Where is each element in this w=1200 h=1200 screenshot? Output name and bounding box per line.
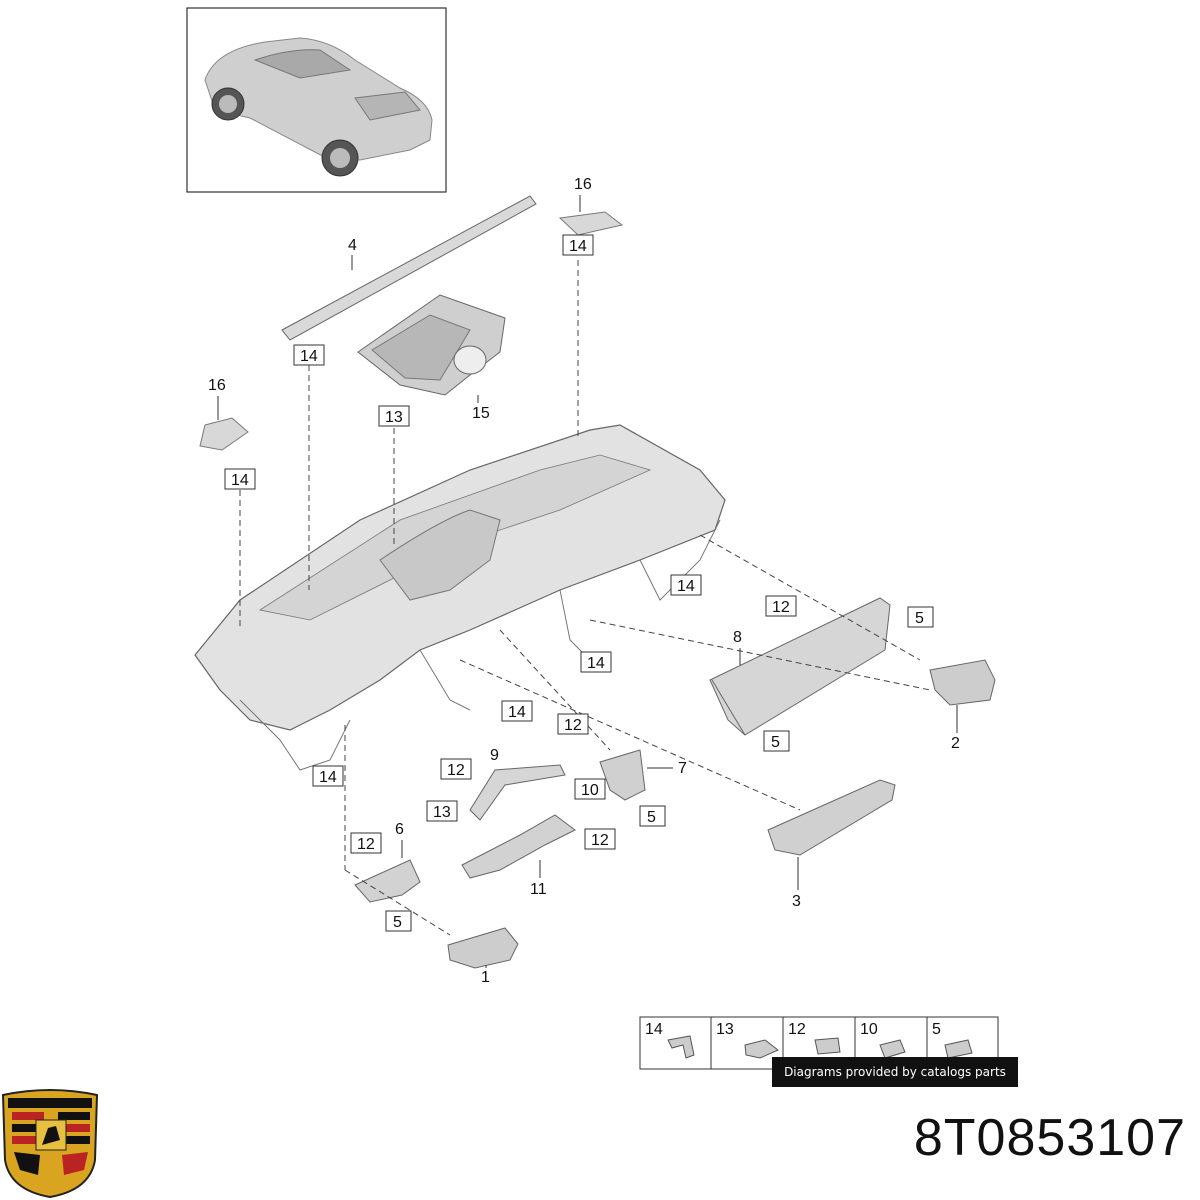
callout-7: 7 (678, 760, 687, 777)
callout-4: 4 (348, 237, 357, 254)
box-14-d: 14 (677, 578, 695, 595)
part-16-cover-left (199, 417, 249, 451)
box-12-d: 12 (591, 832, 609, 849)
part-6-bracket (354, 859, 421, 903)
part-11-trim (461, 814, 576, 879)
legend-13: 13 (716, 1021, 734, 1038)
dashboard-panel (194, 424, 726, 771)
box-5-d: 5 (393, 914, 402, 931)
porsche-crest-logo (1, 1089, 99, 1199)
callout-15: 15 (472, 405, 490, 422)
legend-5: 5 (932, 1021, 941, 1038)
callout-3: 3 (792, 893, 801, 910)
box-5-b: 5 (771, 734, 780, 751)
callout-8: 8 (733, 629, 742, 646)
part-15-speaker-grille (357, 294, 506, 396)
part-number: 8T0853107 (913, 1109, 1186, 1167)
part-8-panel (709, 597, 891, 736)
box-14-e: 14 (587, 655, 605, 672)
callout-16-left: 16 (208, 377, 226, 394)
clip-13-icon (744, 1039, 779, 1059)
part-7-cover (599, 749, 646, 801)
clip-5-icon (944, 1039, 973, 1059)
clip-12-icon (814, 1037, 841, 1055)
callout-numbers: 4 16 16 15 8 2 7 9 6 11 3 1 (208, 176, 960, 986)
clip-10-icon (879, 1039, 906, 1059)
box-12-c: 12 (447, 762, 465, 779)
boxed-callouts: 14 14 13 14 14 12 5 14 14 12 5 12 14 10 … (224, 234, 934, 932)
box-14-c: 14 (231, 472, 249, 489)
part-16-cover-right (558, 211, 624, 236)
callout-6: 6 (395, 821, 404, 838)
box-12-e: 12 (357, 836, 375, 853)
box-12-a: 12 (772, 599, 790, 616)
legend-10: 10 (860, 1021, 878, 1038)
box-14-b: 14 (300, 348, 318, 365)
box-5-a: 5 (915, 610, 924, 627)
part-3-center-vent (767, 779, 896, 856)
legend-14: 14 (645, 1021, 663, 1038)
callout-16-right: 16 (574, 176, 592, 193)
part-9-trim (469, 764, 566, 821)
fastener-legend: 14 13 12 10 5 (639, 1016, 999, 1070)
callout-11: 11 (530, 881, 547, 898)
box-14-g: 14 (319, 769, 337, 786)
callout-9: 9 (490, 747, 499, 764)
box-5-c: 5 (647, 809, 656, 826)
box-14-a: 14 (569, 238, 587, 255)
leader-lines (239, 260, 931, 936)
vehicle-thumbnail (186, 7, 447, 193)
diagram-credit-banner: Diagrams provided by catalogs parts (772, 1057, 1018, 1087)
clip-14-icon (667, 1035, 695, 1059)
box-10: 10 (581, 782, 599, 799)
legend-12: 12 (788, 1021, 806, 1038)
part-1-air-vent (447, 927, 519, 969)
box-14-f: 14 (508, 704, 526, 721)
callout-1: 1 (481, 969, 490, 986)
callout-leaders (217, 195, 958, 968)
part-2-air-vent (929, 659, 996, 706)
callout-2: 2 (951, 735, 960, 752)
box-13-b: 13 (433, 804, 451, 821)
box-13-a: 13 (385, 409, 403, 426)
part-4-trim-strip (281, 195, 537, 341)
box-12-b: 12 (564, 717, 582, 734)
